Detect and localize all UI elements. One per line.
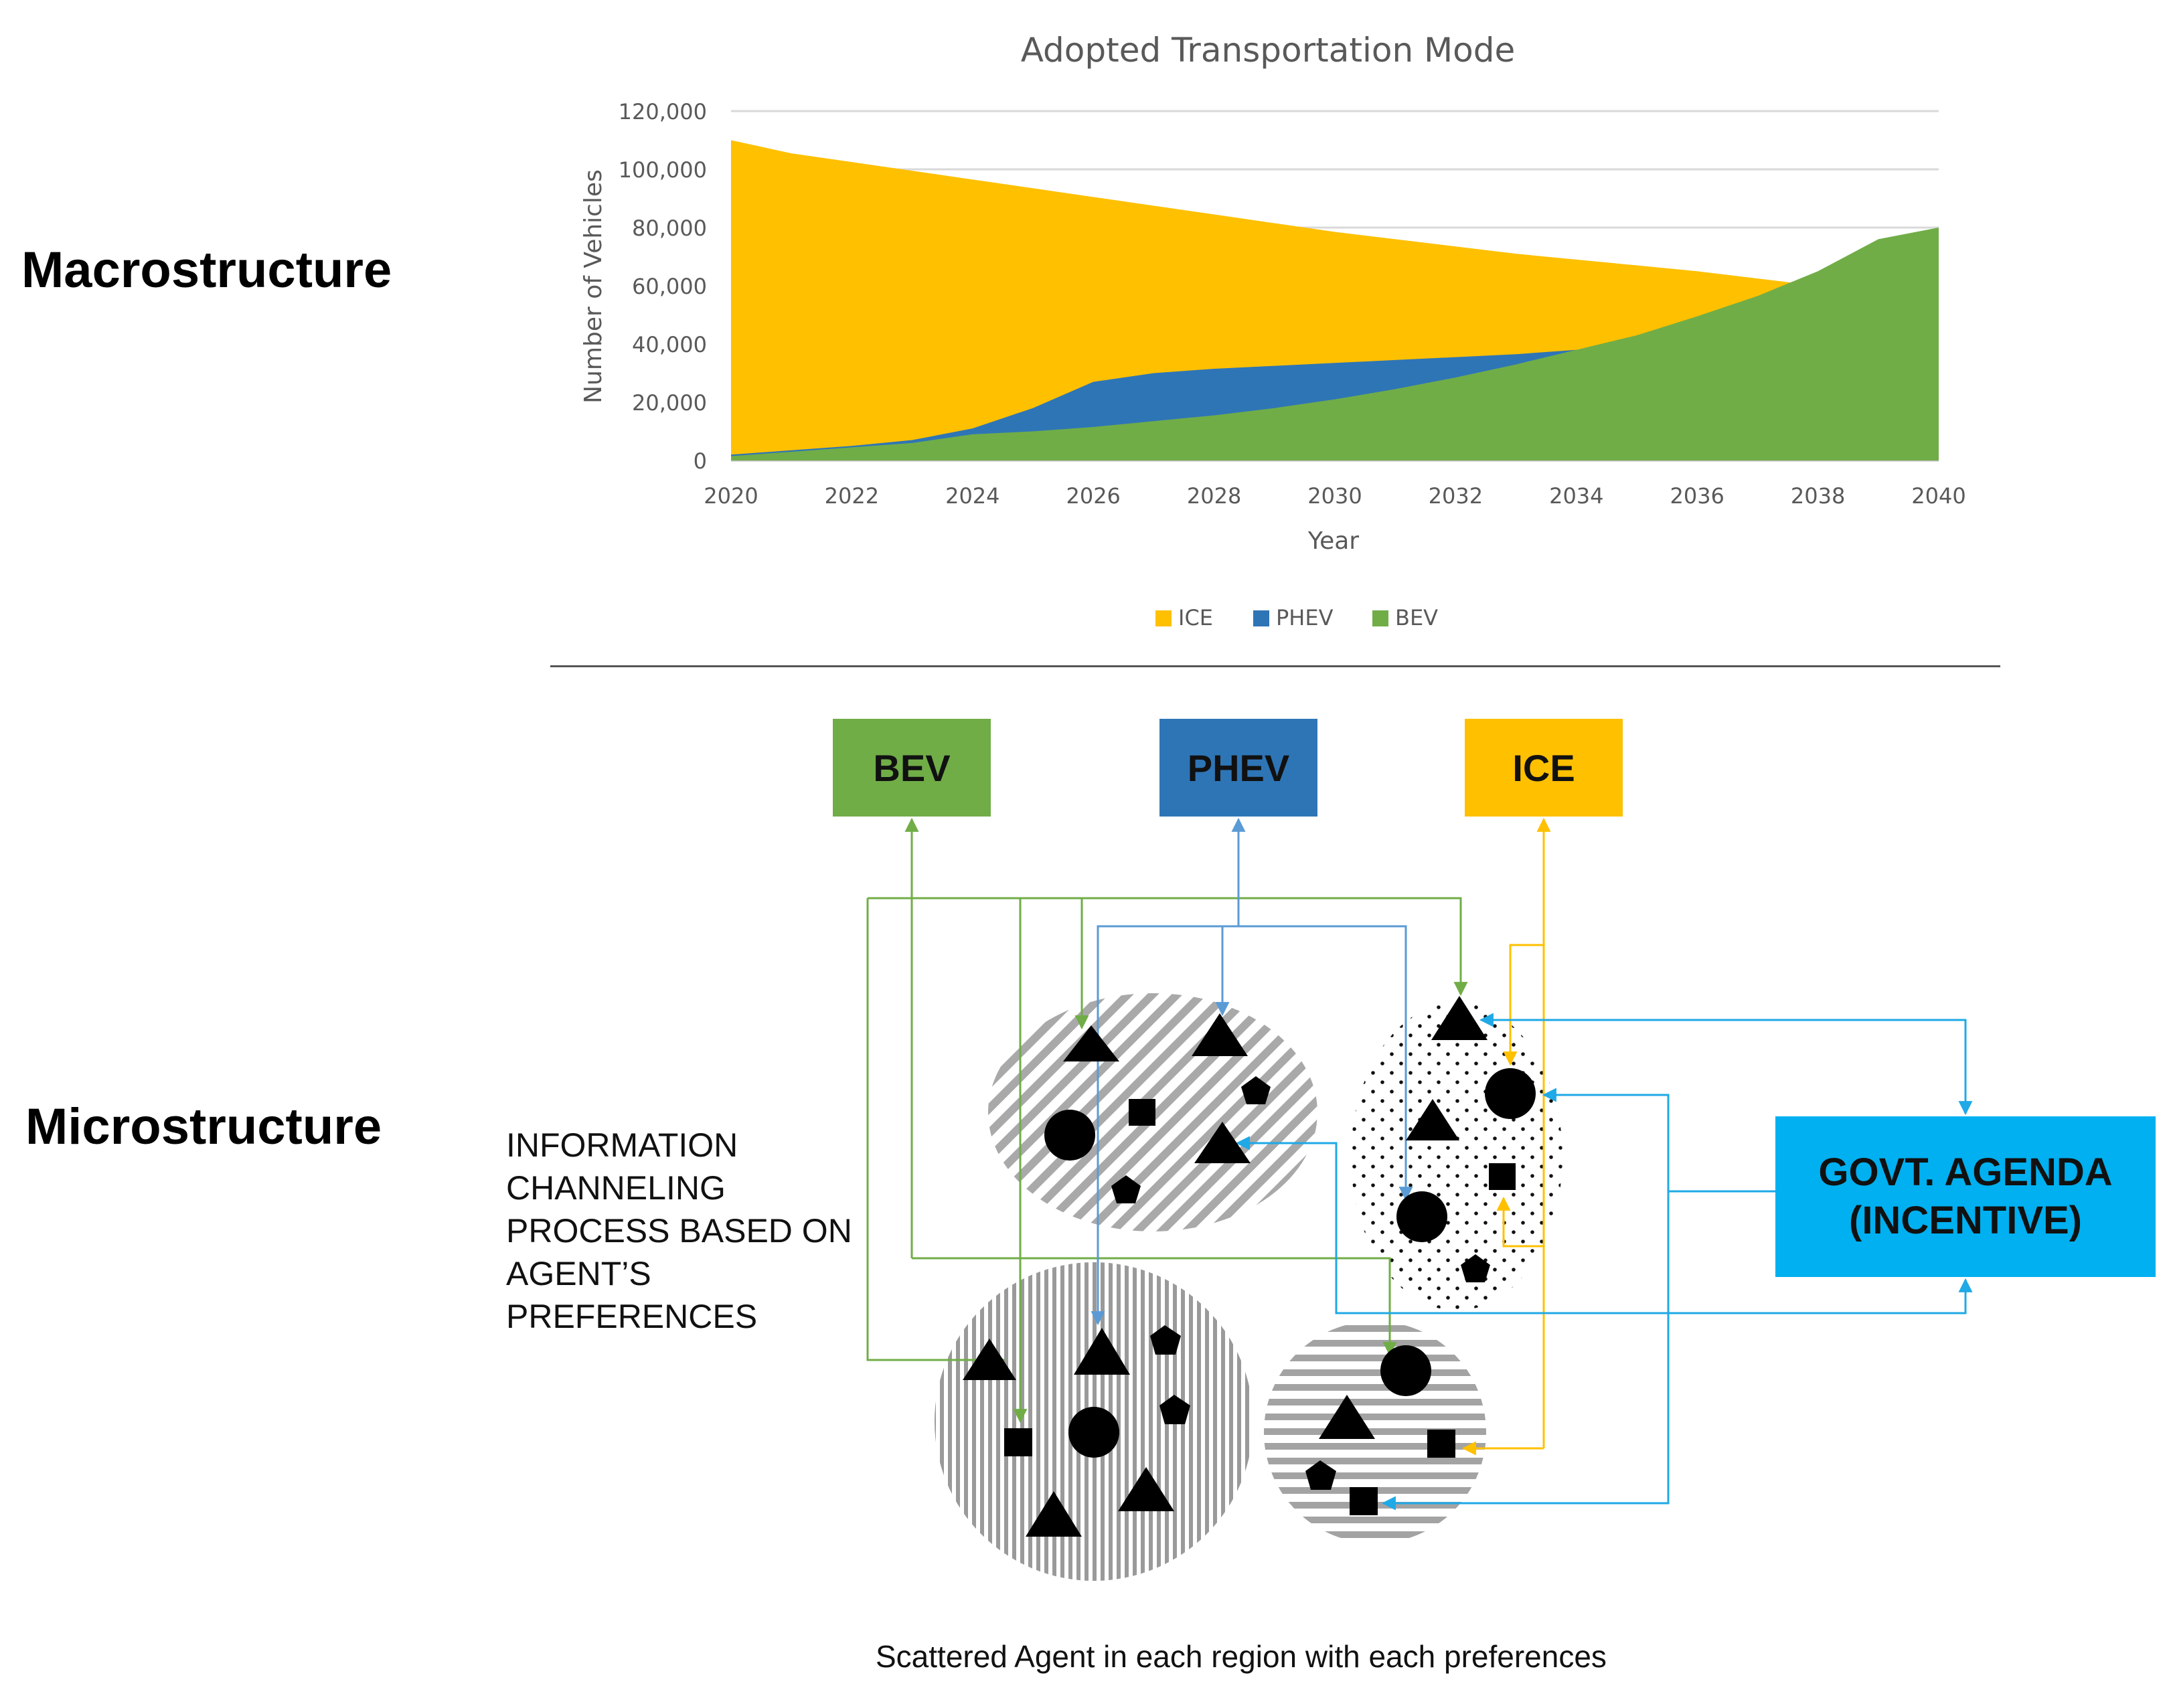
agent-circle bbox=[1044, 1110, 1095, 1161]
agent-triangle bbox=[963, 1339, 1016, 1380]
agents bbox=[963, 996, 1536, 1537]
x-tick-label: 2022 bbox=[825, 483, 879, 509]
legend-label-bev: BEV bbox=[1395, 605, 1438, 630]
agent-circle bbox=[1068, 1407, 1119, 1458]
agent-square bbox=[1004, 1428, 1032, 1456]
region-dotted bbox=[1351, 1003, 1562, 1310]
x-tick-label: 2030 bbox=[1307, 483, 1362, 509]
govt-agenda-line2: (INCENTIVE) bbox=[1849, 1199, 2082, 1242]
microstructure-label: Microstructure bbox=[25, 1098, 382, 1155]
arrow-govt-to-horizontal-square bbox=[1381, 1191, 1670, 1511]
ice-box: ICE bbox=[1465, 719, 1623, 817]
y-axis-label: Number of Vehicles bbox=[580, 169, 607, 404]
information-connectors bbox=[866, 817, 1973, 1511]
agent-triangle bbox=[1074, 1328, 1130, 1375]
arrow-phev-to-vertical bbox=[1091, 925, 1238, 1326]
chart-legend: ICE PHEV BEV bbox=[1155, 605, 1438, 630]
agent-circle bbox=[1380, 1345, 1431, 1396]
arrow-govt-to-diagonal bbox=[1235, 1136, 1338, 1266]
x-tick-label: 2026 bbox=[1066, 483, 1120, 509]
y-tick-label: 80,000 bbox=[632, 216, 707, 241]
x-axis-label: Year bbox=[1307, 527, 1359, 555]
arrow-govt-bottom-link bbox=[1335, 1266, 1973, 1314]
agent-square bbox=[1350, 1487, 1378, 1515]
agent-square bbox=[1129, 1099, 1155, 1126]
arrow-phev-to-dotted bbox=[1238, 925, 1413, 1201]
chart-title: Adopted Transportation Mode bbox=[1021, 31, 1516, 70]
info-text-line: AGENT’S bbox=[506, 1255, 651, 1292]
agent-pentagon bbox=[1159, 1395, 1190, 1424]
agent-triangle bbox=[1118, 1467, 1174, 1511]
legend-swatch-phev bbox=[1253, 610, 1269, 626]
arrow-bev-to-dotted bbox=[912, 897, 1468, 997]
legend-label-phev: PHEV bbox=[1276, 605, 1334, 630]
govt-agenda-line1: GOVT. AGENDA bbox=[1818, 1150, 2113, 1194]
arrow-ice-to-dotted-bottom bbox=[1496, 1196, 1544, 1248]
agent-triangle bbox=[1063, 1025, 1119, 1061]
y-tick-label: 60,000 bbox=[632, 274, 707, 299]
info-text-line: CHANNELING bbox=[506, 1169, 726, 1207]
agent-pentagon bbox=[1241, 1076, 1271, 1104]
x-tick-label: 2040 bbox=[1911, 483, 1965, 509]
chart-area: Adopted Transportation Mode 2020 2022 2024… bbox=[580, 31, 1966, 630]
agent-triangle bbox=[1026, 1491, 1082, 1537]
x-tick-label: 2032 bbox=[1429, 483, 1483, 509]
x-tick-label: 2024 bbox=[945, 483, 999, 509]
area-bev bbox=[731, 228, 1939, 460]
arrow-bev-to-vertical-left bbox=[866, 898, 1006, 1367]
agent-circle bbox=[1396, 1191, 1447, 1242]
agent-triangle bbox=[1192, 1013, 1248, 1056]
y-tick-label: 0 bbox=[694, 448, 707, 474]
chart-series bbox=[731, 140, 1939, 460]
x-tick-label: 2028 bbox=[1187, 483, 1241, 509]
legend-label-ice: ICE bbox=[1178, 605, 1213, 630]
y-tick-labels: 0 20,000 40,000 60,000 80,000 100,000 120,000 bbox=[619, 99, 707, 474]
legend-swatch-bev bbox=[1372, 610, 1388, 626]
agent-regions bbox=[935, 993, 1562, 1581]
y-tick-label: 120,000 bbox=[619, 99, 707, 124]
agent-square bbox=[1427, 1430, 1455, 1458]
legend-swatch-ice bbox=[1155, 610, 1172, 626]
x-tick-label: 2034 bbox=[1549, 483, 1603, 509]
agent-square bbox=[1489, 1163, 1516, 1190]
info-text-line: PREFERENCES bbox=[506, 1298, 758, 1335]
phev-box: PHEV bbox=[1159, 719, 1317, 817]
agent-triangle bbox=[1319, 1395, 1375, 1439]
bev-box-label: BEV bbox=[873, 746, 951, 789]
arrow-bev-to-horizontal bbox=[912, 1257, 1397, 1357]
govt-agenda-box: GOVT. AGENDA (INCENTIVE) bbox=[1775, 1116, 2156, 1277]
ice-box-label: ICE bbox=[1512, 746, 1575, 789]
agent-triangle bbox=[1194, 1122, 1251, 1163]
info-text-line: INFORMATION bbox=[506, 1126, 738, 1164]
arrow-govt-dotted-link bbox=[1479, 1013, 1973, 1116]
phev-box-label: PHEV bbox=[1187, 746, 1290, 789]
arrow-govt-to-dotted-circle bbox=[1542, 1088, 1775, 1193]
y-tick-label: 100,000 bbox=[619, 157, 707, 183]
y-tick-label: 20,000 bbox=[632, 390, 707, 416]
y-tick-label: 40,000 bbox=[632, 332, 707, 357]
agent-triangle bbox=[1406, 1099, 1459, 1140]
macrostructure-label: Macrostructure bbox=[21, 242, 392, 298]
x-tick-labels: 2020 2022 2024 2026 2028 2030 2032 2034 2036 2038… bbox=[704, 483, 1965, 509]
x-tick-label: 2020 bbox=[704, 483, 758, 509]
x-tick-label: 2038 bbox=[1791, 483, 1845, 509]
agent-pentagon bbox=[1150, 1325, 1181, 1355]
agent-circle bbox=[1485, 1068, 1536, 1119]
info-text-line: PROCESS BASED ON bbox=[506, 1212, 852, 1250]
agent-pentagon bbox=[1111, 1175, 1141, 1203]
agent-pentagon bbox=[1305, 1460, 1336, 1490]
section-divider bbox=[550, 665, 2000, 667]
arrow-bev-to-diagonal bbox=[868, 897, 1089, 1030]
bev-box: BEV bbox=[833, 719, 991, 817]
caption: Scattered Agent in each region with each… bbox=[876, 1639, 1607, 1674]
x-tick-label: 2036 bbox=[1670, 483, 1724, 509]
agent-pentagon bbox=[1461, 1254, 1490, 1282]
agent-triangle bbox=[1431, 996, 1488, 1040]
